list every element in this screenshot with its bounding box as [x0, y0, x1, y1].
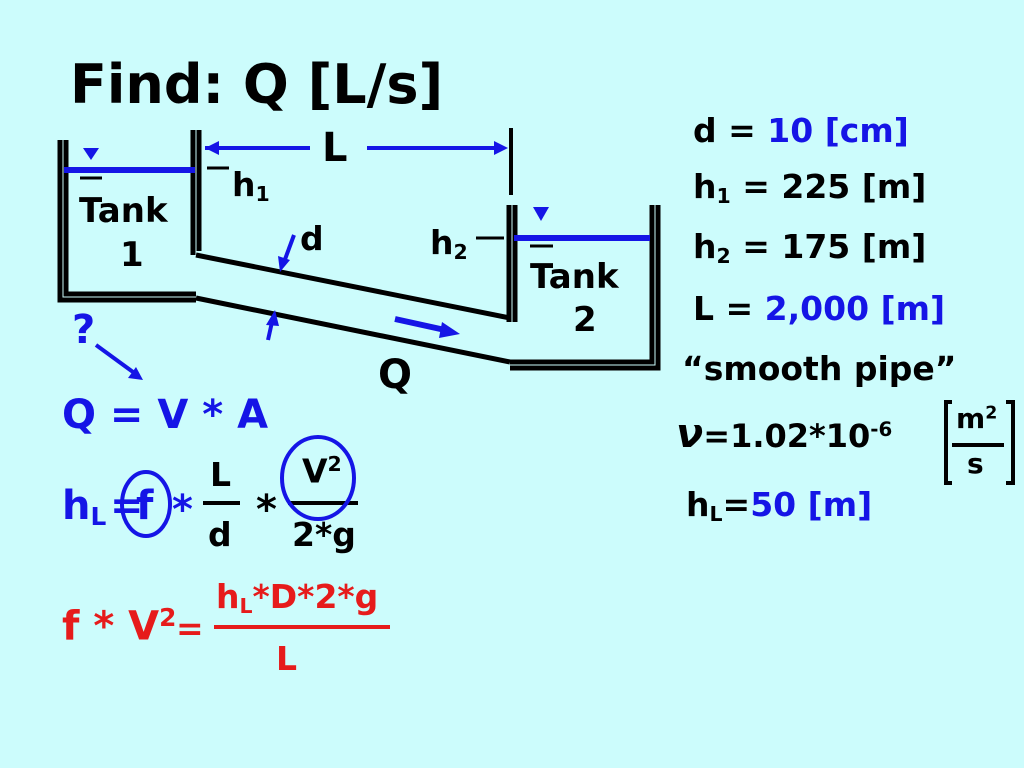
hl-equation-2g: 2*g — [292, 515, 356, 554]
given-hL: hL=50 [m] — [686, 485, 873, 527]
f-circle — [120, 470, 172, 538]
pipe-note: “smooth pipe” — [682, 349, 957, 388]
given-nu: ν=1.02*10-6 — [676, 411, 893, 457]
given-d: d = 10 [cm] — [693, 111, 909, 150]
flow-label: Q — [378, 352, 413, 398]
h1-label: h1 — [232, 165, 270, 207]
given-L: L = 2,000 [m] — [693, 289, 946, 328]
hl-equation-lhs: hL — [62, 483, 107, 532]
pipe — [195, 252, 511, 365]
tank-1-label: Tank — [79, 191, 168, 231]
tank-2-label: Tank — [530, 257, 619, 297]
flow-arrow — [394, 316, 460, 338]
f-equation-denominator: L — [276, 639, 298, 678]
tank-1 — [57, 130, 202, 303]
V2-circle — [280, 435, 356, 521]
f-equation-numerator: hL*D*2*g — [216, 577, 379, 619]
given-h2: h2 = 175 [m] — [693, 227, 927, 269]
f-equation-equals: = — [176, 609, 204, 648]
f-equation-lhs: f * V2 — [62, 603, 177, 650]
hl-equation-star-1: * — [172, 487, 193, 533]
nu-unit-numerator: m2 — [956, 402, 998, 435]
d-label: d — [300, 219, 324, 258]
tank-1-number: 1 — [120, 235, 144, 275]
hl-equation-V2: V2 — [302, 451, 342, 491]
question-pointer-arrow — [94, 343, 143, 380]
nu-unit-denominator: s — [967, 447, 984, 480]
hl-equation-f: f — [136, 483, 154, 529]
hl-equation-d: d — [208, 515, 232, 554]
hl-equation-equals: = — [110, 483, 144, 529]
hl-equation-L: L — [210, 455, 232, 494]
length-dimension — [205, 128, 513, 195]
nu-units-bracket — [944, 400, 1015, 485]
q-equation: Q = V * A — [62, 392, 269, 438]
h2-label: h2 — [430, 223, 468, 265]
tank-2 — [506, 205, 661, 371]
diameter-arrows — [266, 234, 296, 341]
page-title: Find: Q [L/s] — [70, 53, 444, 116]
tank-2-number: 2 — [573, 300, 597, 340]
tank-1-level-marker — [83, 148, 99, 160]
given-h1: h1 = 225 [m] — [693, 167, 927, 209]
length-label: L — [322, 125, 348, 171]
question-mark: ? — [72, 307, 96, 353]
tank-2-level-marker — [533, 207, 549, 221]
hl-equation-star-2: * — [256, 487, 277, 533]
